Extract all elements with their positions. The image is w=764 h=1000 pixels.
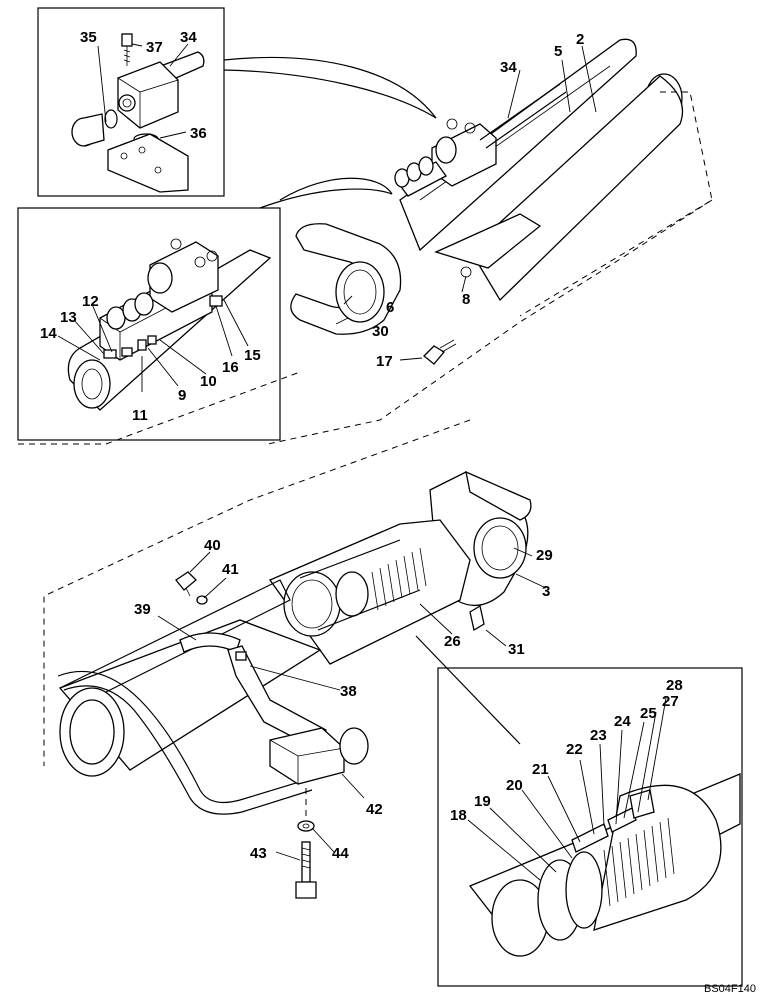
callout-6: 6: [386, 299, 394, 316]
callout-25: 25: [640, 705, 657, 722]
callout-10: 10: [200, 373, 217, 390]
inset-pointer-2: [279, 177, 393, 201]
callout-14: 14: [40, 325, 57, 342]
callout-13: 13: [60, 309, 77, 326]
callout-37: 37: [146, 39, 163, 56]
drawing-code: BS04F140: [704, 983, 756, 995]
callout-28: 28: [666, 677, 683, 694]
callout-22: 22: [566, 741, 583, 758]
cylinder-barrel-section: [57, 470, 547, 822]
callout-19: 19: [474, 793, 491, 810]
callout-34-inset: 34: [180, 29, 197, 46]
callout-11: 11: [132, 407, 148, 424]
callout-26: 26: [444, 633, 461, 650]
callout-42: 42: [366, 801, 383, 818]
callout-2: 2: [576, 31, 584, 48]
callout-5: 5: [554, 43, 562, 60]
callout-18: 18: [450, 807, 467, 824]
callout-20: 20: [506, 777, 523, 794]
callout-40: 40: [204, 537, 221, 554]
callout-labels: 35 37 34 36 2 5 34 6 30 8 17 12 13 14 11…: [40, 29, 756, 995]
callout-15: 15: [244, 347, 261, 364]
inset-piston-detail: [437, 667, 743, 987]
callout-31: 31: [508, 641, 525, 658]
bolt-washer-set: [275, 820, 335, 899]
callout-12: 12: [82, 293, 99, 310]
inset-pointer-1: [223, 56, 437, 119]
callout-43: 43: [250, 845, 267, 862]
callout-39: 39: [134, 601, 151, 618]
callout-44: 44: [332, 845, 349, 862]
callout-16: 16: [222, 359, 239, 376]
callout-30: 30: [372, 323, 389, 340]
callout-9: 9: [178, 387, 186, 404]
callout-41: 41: [222, 561, 239, 578]
callout-8: 8: [462, 291, 470, 308]
cylinder-rod-section: [290, 38, 684, 365]
callout-23: 23: [590, 727, 607, 744]
callout-38: 38: [340, 683, 357, 700]
inset-valve-block-detail: [17, 207, 281, 441]
callout-21: 21: [532, 761, 549, 778]
callout-27: 27: [662, 693, 679, 710]
callout-29: 29: [536, 547, 553, 564]
callout-3: 3: [542, 583, 550, 600]
callout-36: 36: [190, 125, 207, 142]
callout-17: 17: [376, 353, 393, 370]
callout-35: 35: [80, 29, 97, 46]
callout-24: 24: [614, 713, 631, 730]
inset-fitting-detail: [37, 7, 225, 197]
callout-34: 34: [500, 59, 517, 76]
